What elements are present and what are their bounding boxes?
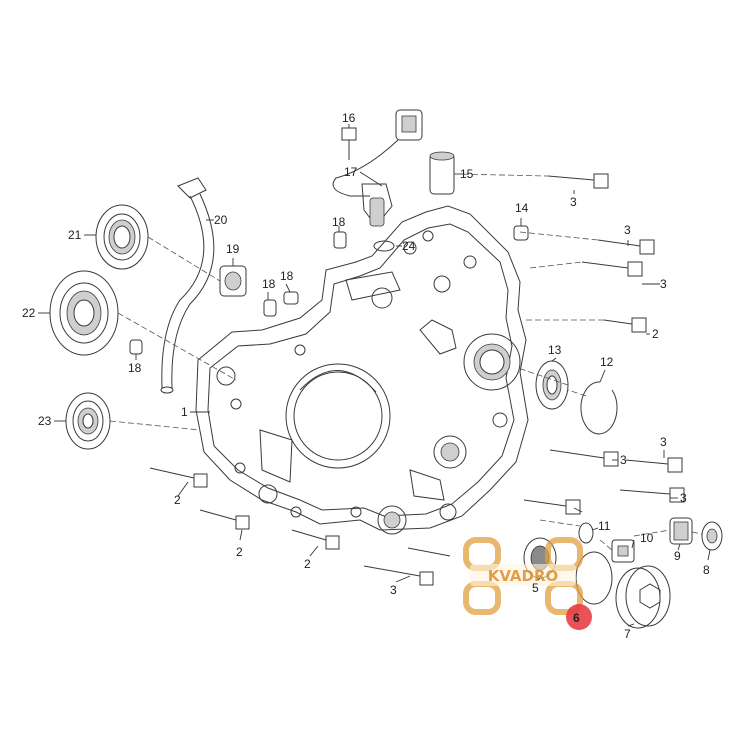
highlight-marker-6[interactable]: 6 — [566, 604, 592, 630]
callout-22: 22 — [22, 306, 36, 320]
bearing-23 — [65, 392, 111, 450]
callout-24: 24 — [402, 239, 416, 253]
callout-20: 20 — [214, 213, 228, 227]
callout-21: 21 — [68, 228, 82, 242]
callout-3a: 3 — [570, 195, 577, 209]
callout-9: 9 — [674, 549, 681, 563]
callout-3c: 3 — [660, 277, 667, 291]
callout-18c: 18 — [280, 269, 294, 283]
callout-11: 11 — [598, 519, 611, 533]
callout-23: 23 — [38, 414, 52, 428]
alignment-dashes — [109, 173, 703, 551]
plug-15 — [429, 151, 455, 195]
callout-10: 10 — [640, 531, 654, 545]
bolt-16 — [341, 127, 357, 160]
oil-seal-13 — [535, 360, 569, 410]
callout-2a: 2 — [652, 327, 659, 341]
bearing-22 — [49, 270, 119, 356]
drain-bolt-10 — [611, 539, 635, 563]
callout-16: 16 — [342, 111, 356, 125]
callout-2d: 2 — [304, 557, 311, 571]
bolt-3-top — [547, 173, 609, 189]
speed-sensor-17 — [332, 109, 423, 227]
kvadro-watermark-logo: KVADRO — [463, 537, 583, 615]
callout-labels: 16 17 15 3 20 21 14 18 24 19 3 18 18 3 2… — [22, 111, 710, 641]
callout-19: 19 — [226, 242, 240, 256]
callout-3b: 3 — [624, 223, 631, 237]
callout-3e: 3 — [620, 453, 627, 467]
circlip-12 — [580, 381, 618, 435]
callout-17: 17 — [344, 165, 358, 179]
callout-6: 6 — [573, 611, 580, 625]
oring-24 — [373, 240, 395, 252]
bearing-21 — [95, 204, 149, 270]
callout-2c: 2 — [236, 545, 243, 559]
watermark-text: KVADRO — [488, 567, 559, 585]
bolts-2-lower — [149, 467, 451, 586]
highlight-circle — [566, 604, 592, 630]
callout-2b: 2 — [174, 493, 181, 507]
bearing-19 — [219, 265, 247, 297]
crankcase-half — [195, 205, 529, 535]
callout-8: 8 — [703, 563, 710, 577]
callout-3g: 3 — [390, 583, 397, 597]
callout-18b: 18 — [262, 277, 276, 291]
callout-5: 5 — [532, 581, 539, 595]
bolts-3-right — [523, 239, 685, 515]
callout-12: 12 — [600, 355, 614, 369]
callout-1: 1 — [181, 405, 188, 419]
callout-18a: 18 — [332, 215, 346, 229]
breather-hose-20 — [160, 177, 215, 394]
needle-bearing-9 — [669, 517, 693, 545]
leader-lines — [38, 124, 711, 627]
washer-11 — [578, 522, 594, 544]
plug-cap-7 — [615, 565, 671, 629]
callout-3f: 3 — [680, 491, 687, 505]
callout-13: 13 — [548, 343, 562, 357]
callout-3d: 3 — [660, 435, 667, 449]
callout-15: 15 — [460, 167, 474, 181]
callout-7: 7 — [624, 627, 631, 641]
seal-8 — [701, 521, 723, 551]
callout-18d: 18 — [128, 361, 142, 375]
callout-14: 14 — [515, 201, 529, 215]
